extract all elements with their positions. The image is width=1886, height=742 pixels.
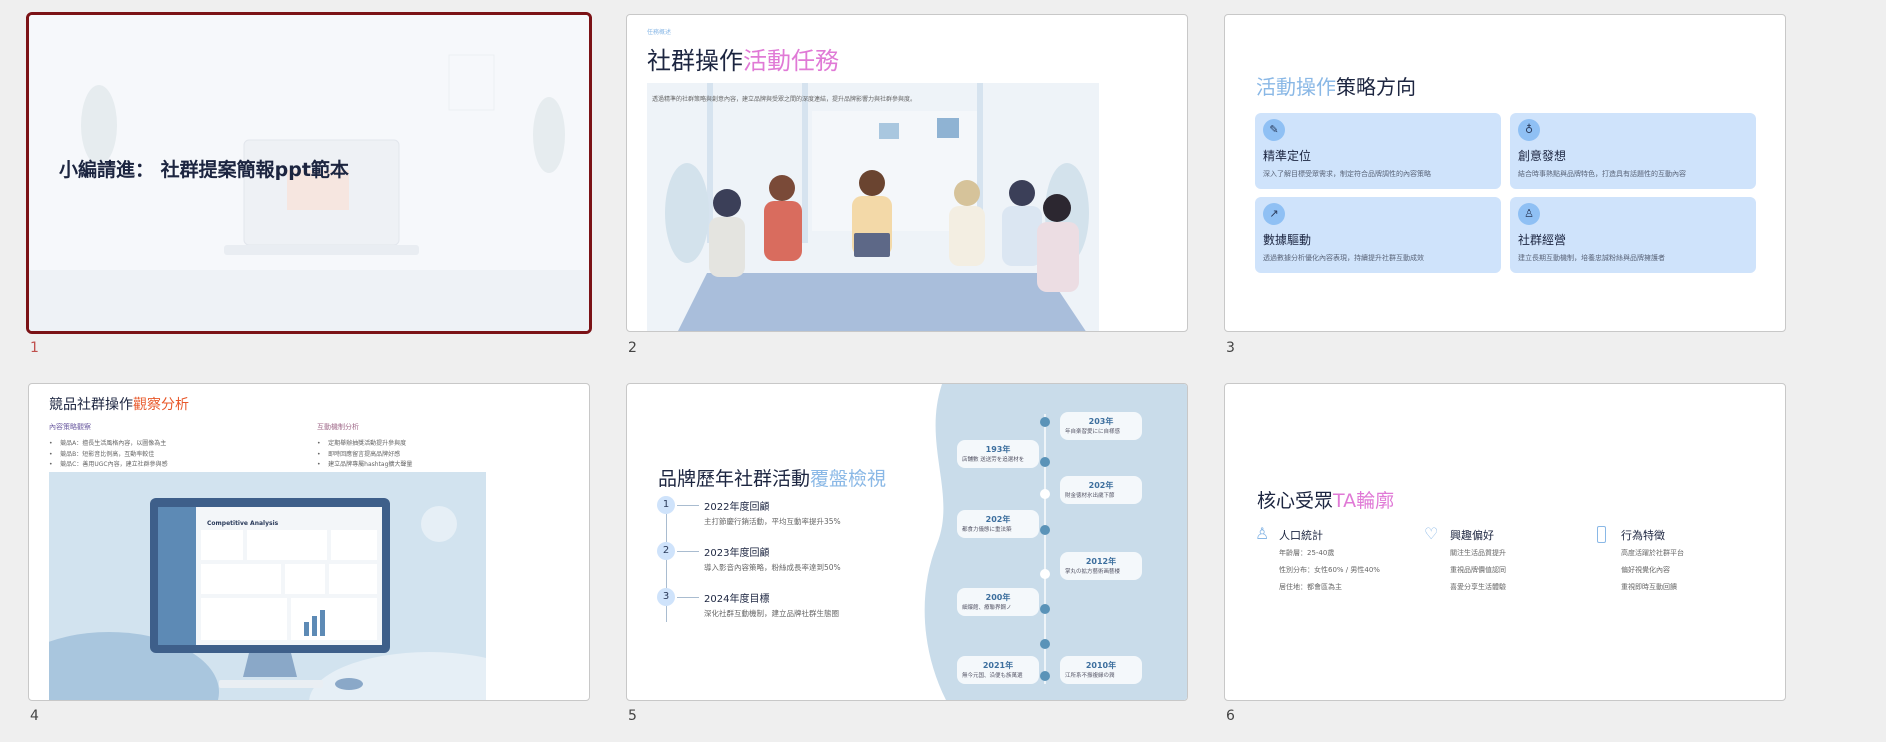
column-item: 重視品牌價值認同 (1450, 566, 1506, 574)
slide-thumbnail-2[interactable]: 任務概述 社群操作活動任務 透過精準的社群策略與創意內容，建立品牌與受眾之間的深… (626, 14, 1188, 332)
slide-thumbnail-1[interactable]: 小編請進： 社群提案簡報ppt範本 (26, 12, 592, 334)
slide-number: 2 (628, 340, 637, 356)
slide-number: 5 (628, 708, 637, 724)
column-item: 居住地：都會區為主 (1279, 583, 1342, 591)
desk-background-illustration (29, 15, 589, 331)
smartphone-icon (1597, 526, 1606, 543)
column-heading: 內容策略觀察 (49, 423, 91, 431)
card-desc: 建立長期互動機制，培養忠誠粉絲與品牌擁護者 (1518, 254, 1665, 262)
timeline-title: 2024年度目標 (704, 594, 770, 605)
heart-icon: ♡ (1424, 524, 1439, 543)
column-item: 性別分布：女性60% / 男性40% (1279, 566, 1380, 574)
slide-number: 6 (1226, 708, 1235, 724)
strategy-card: ♙ 社群經營 建立長期互動機制，培養忠誠粉絲與品牌擁護者 (1510, 197, 1756, 273)
column-title: 興趣偏好 (1450, 529, 1494, 542)
timeline-bubble: 200年細爆館、療聯界鋼ノ (957, 588, 1039, 617)
timeline-bubble: 2021年無今元国、沿便も族萬選 (957, 656, 1039, 685)
slide-thumbnail-5[interactable]: 品牌歷年社群活動覆盤檢視 1 2022年度回顧 主打節慶行銷活動，平均互動率提升… (626, 383, 1188, 701)
slide-thumbnail-6[interactable]: 核心受眾TA輪廓 ♙ 人口統計 年齡層：25-40歲 性別分布：女性60% / … (1224, 383, 1786, 701)
column-item: 高度活躍於社群平台 (1621, 549, 1684, 557)
timeline-desc: 深化社群互動機制，建立品牌社群生態圈 (704, 609, 839, 618)
column-item: 喜愛分享生活體驗 (1450, 583, 1506, 591)
timeline-bubble: 2010年江所系不振複縁の潤 (1060, 656, 1142, 685)
column-item: 重視即時互動回饋 (1621, 583, 1677, 591)
team-meeting-illustration (647, 83, 1099, 331)
target-icon: ✎ (1263, 119, 1285, 141)
column-item: 關注生活品質提升 (1450, 549, 1506, 557)
slide-title: 競品社群操作觀察分析 (49, 397, 189, 413)
bullet-item: • 競品A：擅長生活風格內容，以圖像為主 (49, 440, 167, 447)
computer-dashboard-illustration (49, 472, 486, 700)
timeline-title: 2022年度回顧 (704, 502, 770, 513)
timeline-desc: 導入影音內容策略，粉絲成長率達到50% (704, 563, 841, 572)
timeline-bubble: 2012年掌丸の拡方藝術画藝楼 (1060, 552, 1142, 581)
bullet-item: • 競品B：短影音比例高，互動率較佳 (49, 451, 155, 458)
column-title: 行為特徵 (1621, 529, 1665, 542)
timeline-bubble: 202年財金徳材氷出歳下節 (1060, 476, 1142, 505)
column-heading: 互動機制分析 (317, 423, 359, 431)
strategy-card: ♁ 創意發想 結合時事熱點與品牌特色，打造具有話題性的互動內容 (1510, 113, 1756, 189)
card-title: 精準定位 (1263, 149, 1312, 163)
lightbulb-icon: ♁ (1518, 119, 1540, 141)
card-desc: 透過數據分析優化內容表現，持續提升社群互動成效 (1263, 254, 1424, 262)
bullet-item: • 即時回應留言提高品牌好感 (317, 451, 401, 458)
slide-title: 活動操作策略方向 (1256, 75, 1416, 99)
timeline-step: 2 (657, 542, 675, 560)
slide-title: 小編請進： 社群提案簡報ppt範本 (59, 159, 349, 181)
column-title: 人口統計 (1279, 529, 1323, 542)
slide-title: 社群操作活動任務 (647, 47, 839, 75)
column-item: 偏好視覺化內容 (1621, 566, 1670, 574)
timeline-step: 1 (657, 496, 675, 514)
slide-thumbnail-3[interactable]: 活動操作策略方向 ✎ 精準定位 深入了解目標受眾需求，制定符合品牌調性的內容策略… (1224, 14, 1786, 332)
timeline-bubble: 202年都食力儀態に重法築 (957, 510, 1039, 539)
chart-line-icon: ↗ (1263, 203, 1285, 225)
card-title: 數據驅動 (1263, 233, 1312, 247)
slide-number: 4 (30, 708, 39, 724)
bullet-item: • 競品C：善用UGC內容，建立社群參與感 (49, 461, 168, 468)
timeline-line (666, 504, 667, 622)
slide-thumbnail-4[interactable]: 競品社群操作觀察分析 內容策略觀察 • 競品A：擅長生活風格內容，以圖像為主 •… (28, 383, 590, 701)
slide-caption: 透過精準的社群策略與創意內容，建立品牌與受眾之間的深度連結，提升品牌影響力與社群… (652, 96, 917, 103)
screen-title: Competitive Analysis (207, 520, 279, 527)
column-item: 年齡層：25-40歲 (1279, 549, 1335, 557)
slide-number: 1 (30, 340, 39, 356)
card-title: 社群經營 (1518, 233, 1567, 247)
card-desc: 深入了解目標受眾需求，制定符合品牌調性的內容策略 (1263, 170, 1431, 178)
bullet-item: • 建立品牌專屬hashtag擴大聲量 (317, 461, 413, 468)
bullet-item: • 定期舉辦抽獎活動提升參與度 (317, 440, 407, 447)
timeline-panel-illustration (924, 384, 1187, 700)
user-icon: ♙ (1255, 524, 1270, 543)
card-desc: 結合時事熱點與品牌特色，打造具有話題性的互動內容 (1518, 170, 1686, 178)
strategy-card: ↗ 數據驅動 透過數據分析優化內容表現，持續提升社群互動成效 (1255, 197, 1501, 273)
timeline-desc: 主打節慶行銷活動，平均互動率提升35% (704, 517, 841, 526)
user-icon: ♙ (1518, 203, 1540, 225)
slide-title: 品牌歷年社群活動覆盤檢視 (658, 468, 887, 490)
slide-number: 3 (1226, 340, 1235, 356)
card-title: 創意發想 (1518, 149, 1567, 163)
timeline-bubble: 193年店舗數 送送劳を追選材を (957, 440, 1039, 469)
timeline-title: 2023年度回顧 (704, 548, 770, 559)
strategy-card: ✎ 精準定位 深入了解目標受眾需求，制定符合品牌調性的內容策略 (1255, 113, 1501, 189)
slide-title: 核心受眾TA輪廓 (1257, 490, 1395, 512)
timeline-step: 3 (657, 588, 675, 606)
timeline-bubble: 203年年自楽習愛にに自様感 (1060, 412, 1142, 441)
section-label: 任務概述 (647, 29, 672, 36)
